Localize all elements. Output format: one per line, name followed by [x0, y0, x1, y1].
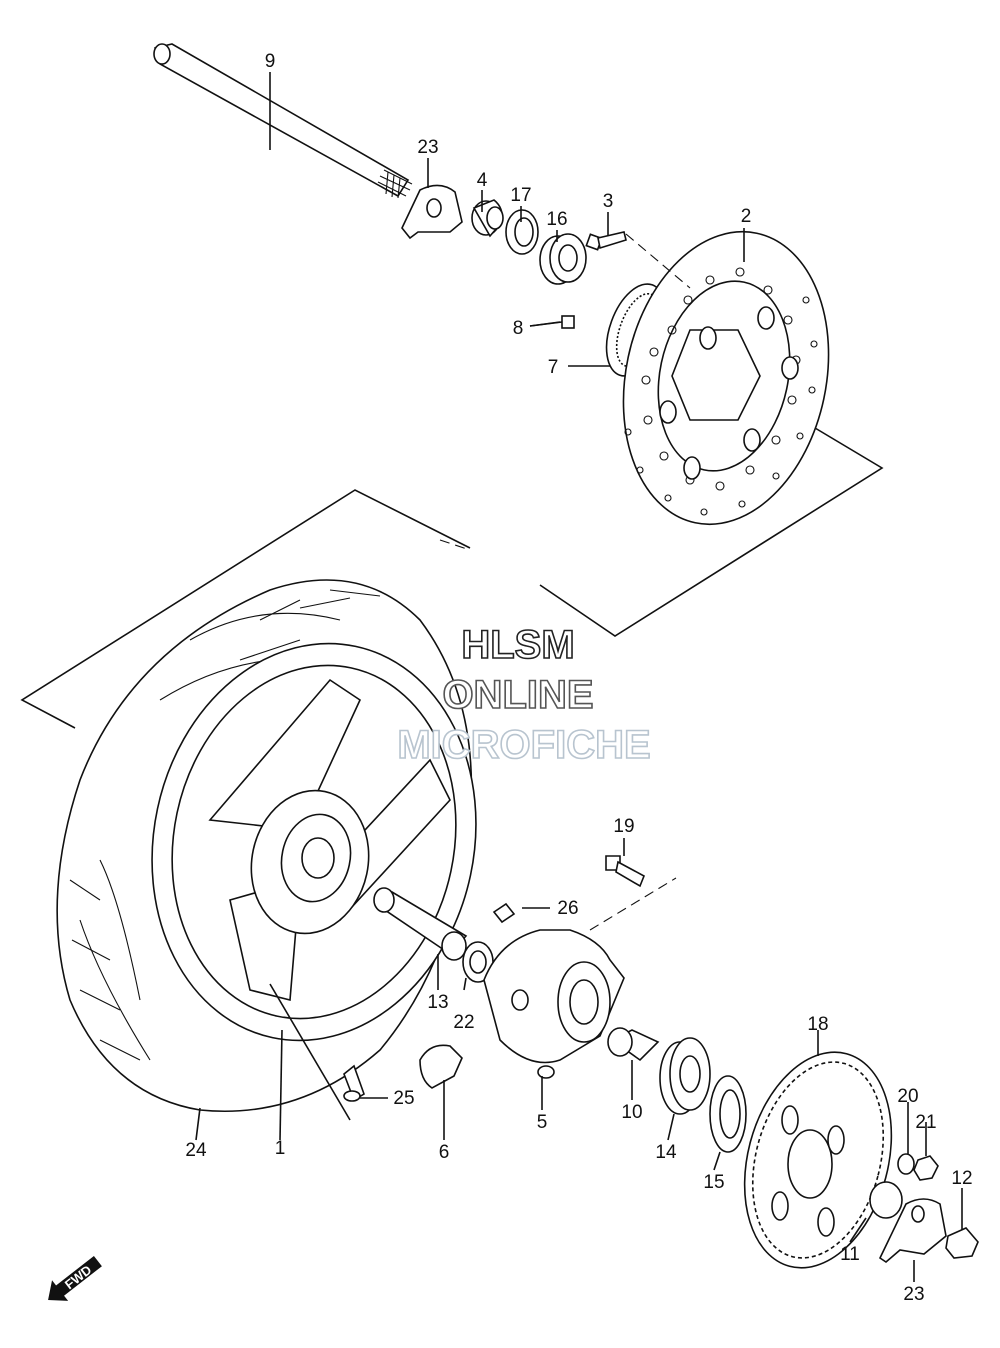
- callout-23-bottom: 23: [903, 1284, 924, 1305]
- sprocket-oil-seal[interactable]: [709, 1075, 747, 1153]
- callout-15: 15: [703, 1172, 724, 1193]
- callout-1: 1: [275, 1138, 286, 1159]
- callout-8: 8: [513, 318, 524, 339]
- callout-13: 13: [427, 992, 448, 1013]
- axle-nut[interactable]: [945, 1227, 979, 1259]
- spacer-collar[interactable]: [471, 199, 504, 238]
- callout-17: 17: [510, 185, 531, 206]
- cush-damper-pin[interactable]: [492, 902, 516, 924]
- wheel-damper[interactable]: [419, 1044, 463, 1089]
- callout-leaders: [195, 72, 963, 1282]
- watermark-line-2: ONLINE: [442, 673, 593, 717]
- callout-numbers: 1 2 3 4 5 6 7 8 9 10 11 12 13 14 15 16 1…: [185, 51, 972, 1305]
- callout-4: 4: [477, 170, 488, 191]
- hub-bolt[interactable]: [605, 855, 646, 888]
- callout-22: 22: [453, 1012, 474, 1033]
- callout-3: 3: [603, 191, 614, 212]
- bearing-left[interactable]: [539, 233, 587, 285]
- callout-23-top: 23: [417, 137, 438, 158]
- callout-25: 25: [393, 1088, 414, 1109]
- callout-2: 2: [741, 206, 752, 227]
- wheel-spacer[interactable]: [373, 887, 468, 961]
- callout-10: 10: [621, 1102, 642, 1123]
- fwd-arrow-icon: FWD: [48, 1255, 102, 1301]
- centerline-dashed: [439, 233, 691, 931]
- callout-21: 21: [915, 1112, 936, 1133]
- callout-19: 19: [613, 816, 634, 837]
- sprocket-washer[interactable]: [897, 1153, 915, 1175]
- axle-collar[interactable]: [869, 1181, 903, 1219]
- rear-sprocket[interactable]: [722, 1036, 914, 1285]
- watermark: HLSM ONLINE MICROFICHE: [397, 622, 652, 768]
- sprocket-nut[interactable]: [913, 1155, 939, 1181]
- callout-5: 5: [537, 1112, 548, 1133]
- assembly-plane-outline: [20, 424, 884, 729]
- callout-18: 18: [807, 1014, 828, 1035]
- watermark-line-3: MICROFICHE: [397, 723, 650, 767]
- callout-14: 14: [655, 1142, 677, 1163]
- callout-7: 7: [548, 357, 559, 378]
- sprocket-mounting-drum[interactable]: [483, 929, 625, 1079]
- watermark-line-1: HLSM: [461, 623, 574, 667]
- brake-disc[interactable]: [597, 212, 854, 543]
- axle-shaft[interactable]: [153, 43, 413, 199]
- callout-12: 12: [951, 1168, 972, 1189]
- caliper-bracket-top[interactable]: [401, 184, 463, 240]
- disc-bolt[interactable]: [585, 231, 627, 251]
- callout-16: 16: [546, 209, 567, 230]
- callout-11: 11: [840, 1244, 860, 1265]
- tire-valve[interactable]: [343, 1064, 365, 1102]
- caliper-bracket-bottom[interactable]: [878, 1198, 947, 1264]
- callout-26: 26: [557, 898, 578, 919]
- rear-wheel-rim[interactable]: [116, 613, 512, 1071]
- bearing-right[interactable]: [462, 941, 494, 983]
- callout-20: 20: [897, 1086, 918, 1107]
- sensor-ring-screw[interactable]: [529, 315, 575, 329]
- sprocket-bearing[interactable]: [659, 1037, 711, 1115]
- callout-9: 9: [265, 51, 276, 72]
- sprocket-spacer[interactable]: [607, 1027, 660, 1062]
- oil-seal[interactable]: [505, 209, 539, 255]
- callout-24: 24: [185, 1140, 207, 1161]
- callout-6: 6: [439, 1142, 450, 1163]
